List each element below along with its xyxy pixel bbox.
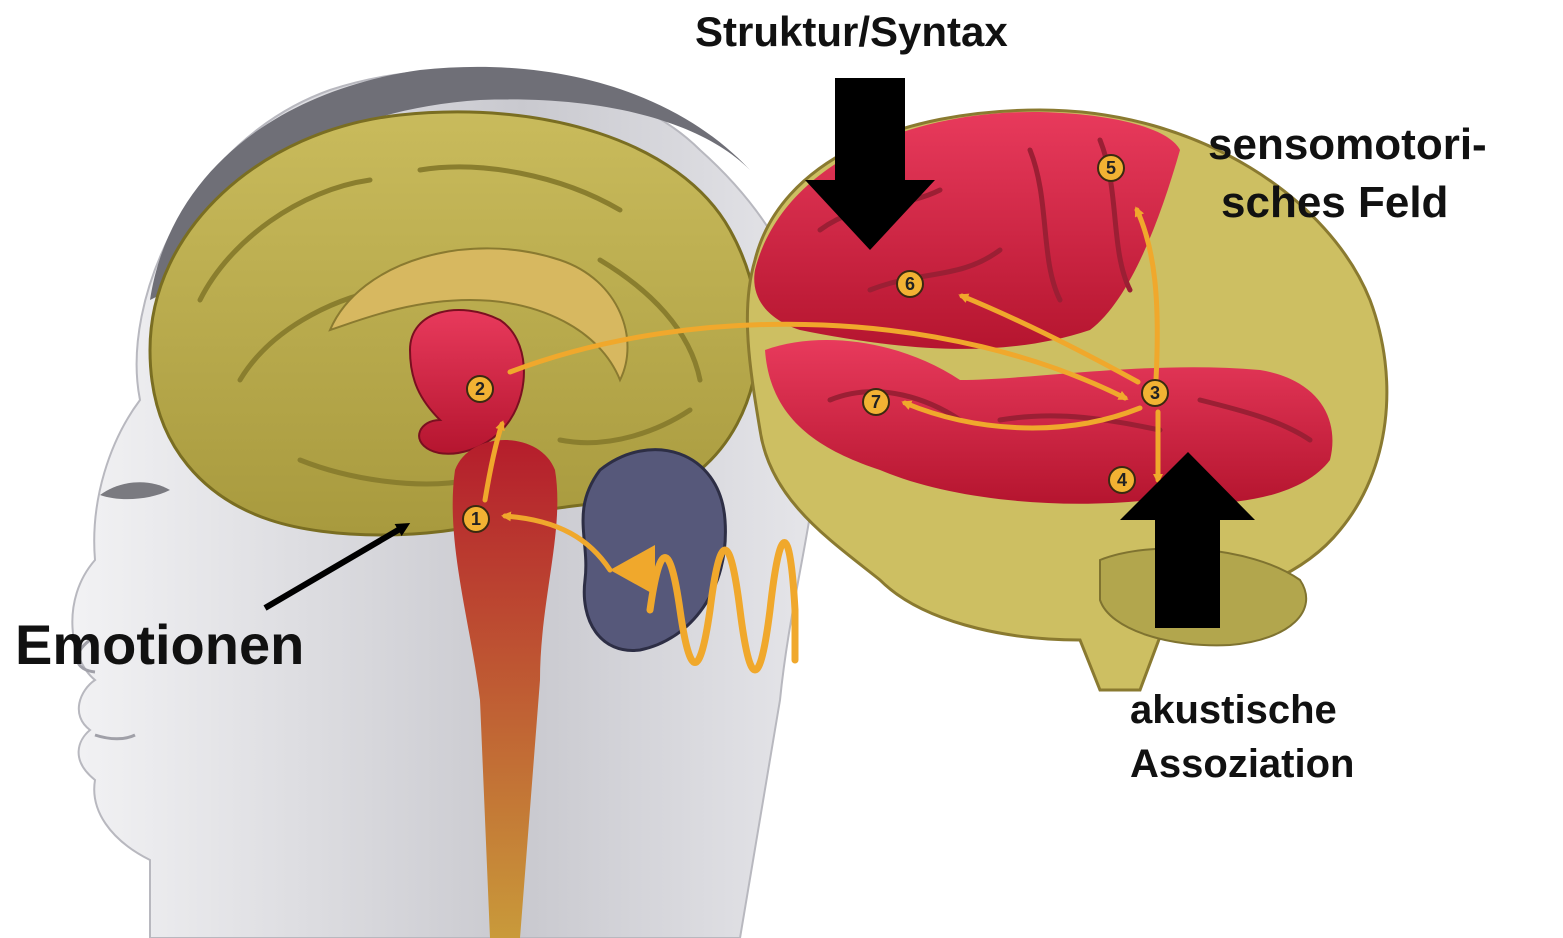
label-akustische: akustische (1130, 688, 1337, 733)
marker-1: 1 (462, 505, 490, 533)
marker-2: 2 (466, 375, 494, 403)
label-sensomotorisches-line1: sensomotori- (1208, 120, 1487, 170)
marker-4: 4 (1108, 466, 1136, 494)
label-struktur-syntax: Struktur/Syntax (695, 8, 1008, 56)
label-emotionen: Emotionen (15, 612, 304, 677)
marker-3: 3 (1141, 379, 1169, 407)
marker-5: 5 (1097, 154, 1125, 182)
label-assoziation: Assoziation (1130, 742, 1354, 787)
marker-7: 7 (862, 388, 890, 416)
label-sensomotorisches-line2: sches Feld (1221, 178, 1448, 228)
marker-6: 6 (896, 270, 924, 298)
